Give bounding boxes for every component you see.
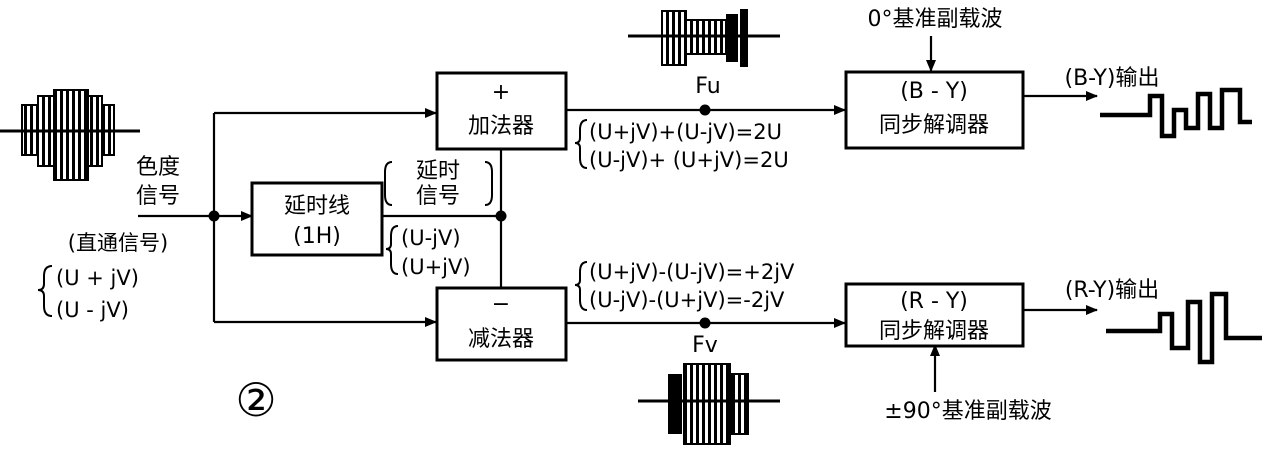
subtractor-out-eq1: (U+jV)-(U-jV)=+2jV xyxy=(589,260,795,284)
input-waveform-icon xyxy=(0,89,140,181)
subtractor-out-brace xyxy=(574,261,588,311)
adder-out-brace xyxy=(574,119,588,169)
input-eq1: (U + jV) xyxy=(56,266,139,290)
subtractor-label: 减法器 xyxy=(468,327,534,352)
adder-out-eq2: (U-jV)+ (U+jV)=2U xyxy=(589,148,789,172)
demod-bottom-block: (R - Y) 同步解调器 xyxy=(844,282,1025,348)
input-label-line2: 信号 xyxy=(136,184,180,209)
bottom-carrier-label: ±90°基准副载波 xyxy=(884,399,1051,424)
demod-top-block: (B - Y) 同步解调器 xyxy=(844,70,1025,150)
bottom-output-label: (R-Y)输出 xyxy=(1065,278,1159,303)
adder-sign: + xyxy=(492,80,510,105)
delay-line-label: 延时线 xyxy=(284,194,350,219)
adder-block: + 加法器 xyxy=(435,71,568,151)
delayed-paren-right xyxy=(484,161,493,206)
split-node-dot xyxy=(208,210,220,222)
delayed-brace xyxy=(385,225,399,275)
figure-number: ② xyxy=(235,373,276,427)
demod-top-signal: (B - Y) xyxy=(900,79,968,104)
fu-waveform-icon xyxy=(628,9,780,67)
delayed-eq2: (U+jV) xyxy=(401,255,471,279)
demod-bottom-signal: (R - Y) xyxy=(900,289,968,314)
delayed-label-line2: 信号 xyxy=(416,184,460,209)
fv-node-dot xyxy=(699,317,711,329)
r-y-output-waveform xyxy=(1106,291,1262,365)
b-y-output-waveform xyxy=(1100,87,1252,139)
top-carrier-label: 0°基准副载波 xyxy=(868,7,1003,32)
delayed-label-line1: 延时 xyxy=(416,159,460,184)
subtractor-sign: − xyxy=(492,292,510,317)
delay-line-spec: (1H) xyxy=(293,224,341,249)
adder-out-eq1: (U+jV)+(U-jV)=2U xyxy=(589,120,782,144)
input-eq2: (U - jV) xyxy=(56,298,129,322)
demod-bottom-label: 同步解调器 xyxy=(879,319,989,344)
fu-node-dot xyxy=(699,104,711,116)
top-output-label: (B-Y)输出 xyxy=(1064,66,1159,91)
fu-label: Fu xyxy=(695,74,720,99)
demod-top-label: 同步解调器 xyxy=(879,113,989,138)
delay-line-block: 延时线 (1H) xyxy=(250,181,384,257)
fv-label: Fv xyxy=(692,333,718,358)
direct-signal-label: (直通信号) xyxy=(68,231,168,255)
delayed-eq1: (U-jV) xyxy=(401,226,461,250)
delayed-paren-left xyxy=(384,161,393,206)
delay-node-dot xyxy=(495,210,507,222)
fv-waveform-icon xyxy=(638,363,780,445)
subtractor-block: − 减法器 xyxy=(435,286,568,362)
adder-label: 加法器 xyxy=(468,114,534,139)
subtractor-out-eq2: (U-jV)-(U+jV)=-2jV xyxy=(589,288,785,312)
input-label-line1: 色度 xyxy=(136,155,180,180)
input-brace xyxy=(37,265,53,317)
